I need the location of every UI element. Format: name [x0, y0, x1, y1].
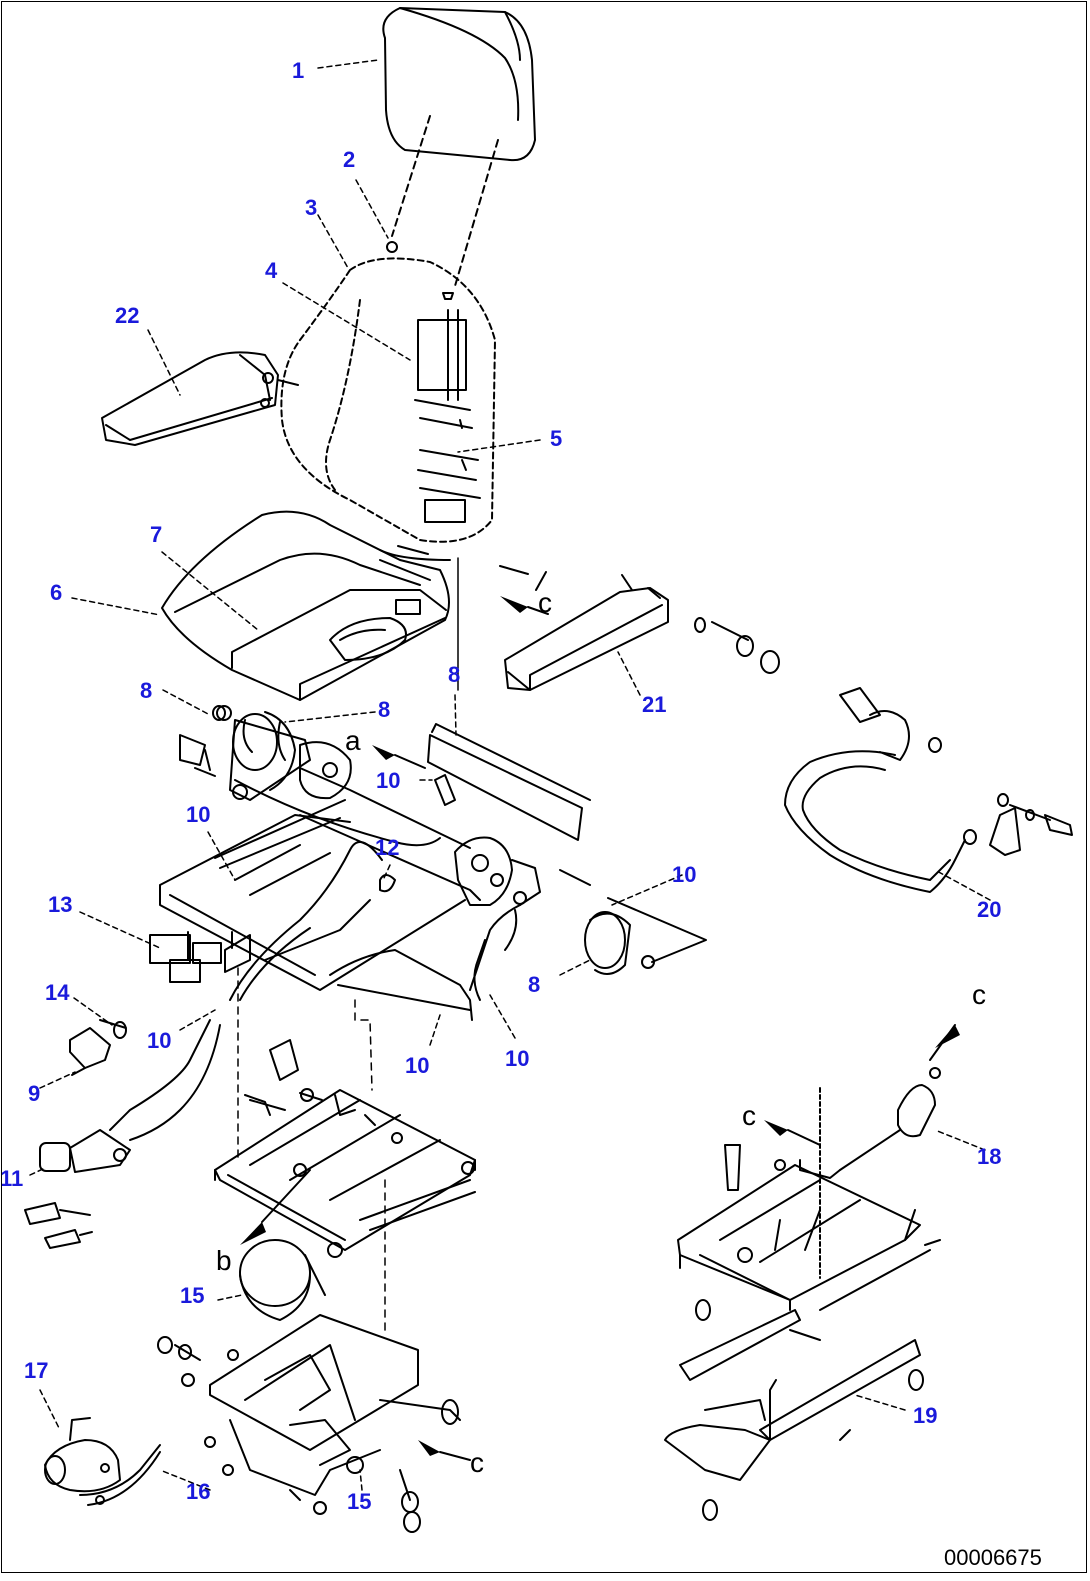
- armrest-left: [101, 351, 299, 446]
- slide-rail-assembly: [214, 1039, 476, 1258]
- callout-1: 1: [292, 58, 304, 83]
- ref-letter-c-shock: c: [972, 979, 986, 1010]
- ref-letter-c-armrest: c: [538, 587, 552, 618]
- drawing-number: 00006675: [944, 1545, 1042, 1570]
- slide-rail-right: [664, 1067, 941, 1521]
- reference-arrows: [240, 596, 960, 1456]
- ref-letter-c-rail: c: [742, 1100, 756, 1131]
- seat-frame-assembly: [24, 549, 707, 1331]
- callout-22: 22: [115, 303, 139, 328]
- callout-15-top: 15: [180, 1283, 204, 1308]
- callout-17: 17: [24, 1358, 48, 1383]
- headrest: [382, 7, 536, 287]
- callout-11: 11: [0, 1166, 23, 1191]
- callout-numbers: 1 2 3 4 22 5 7 6 8 21 8 8 10 10 12 10 13…: [0, 58, 1001, 1514]
- seat-belt: [784, 687, 1073, 893]
- callout-21: 21: [642, 692, 666, 717]
- callout-13: 13: [48, 892, 72, 917]
- seat-cushion: [161, 510, 450, 701]
- callout-10-lever: 10: [376, 768, 400, 793]
- ref-letter-b: b: [216, 1245, 232, 1276]
- callout-5: 5: [550, 426, 562, 451]
- suspension-assembly: [44, 1239, 461, 1533]
- callout-2: 2: [343, 147, 355, 172]
- reference-letters: a b c c c c: [216, 587, 986, 1478]
- ref-letter-c-suspension: c: [470, 1447, 484, 1478]
- armrest-right: [499, 565, 780, 691]
- callout-18: 18: [977, 1144, 1001, 1169]
- callout-16: 16: [186, 1479, 210, 1504]
- leader-lines: [29, 59, 991, 1491]
- callout-4: 4: [265, 258, 278, 283]
- callout-8-left: 8: [140, 678, 152, 703]
- callout-15-bottom: 15: [347, 1489, 371, 1514]
- callout-6: 6: [50, 580, 62, 605]
- seat-back: [280, 241, 496, 543]
- callout-19: 19: [913, 1403, 937, 1428]
- callout-8-right: 8: [528, 972, 540, 997]
- callout-12: 12: [375, 835, 399, 860]
- callout-10-right: 10: [672, 862, 696, 887]
- callout-3: 3: [305, 195, 317, 220]
- callout-10-handle: 10: [147, 1028, 171, 1053]
- callout-8-center: 8: [448, 662, 460, 687]
- ref-letter-a: a: [345, 725, 361, 756]
- callout-9: 9: [28, 1081, 40, 1106]
- callout-10-cable: 10: [505, 1046, 529, 1071]
- callout-10-frame: 10: [186, 802, 210, 827]
- callout-14: 14: [45, 980, 70, 1005]
- callout-7: 7: [150, 522, 162, 547]
- callout-10-bottom: 10: [405, 1053, 429, 1078]
- callout-20: 20: [977, 897, 1001, 922]
- callout-8-knob: 8: [378, 697, 390, 722]
